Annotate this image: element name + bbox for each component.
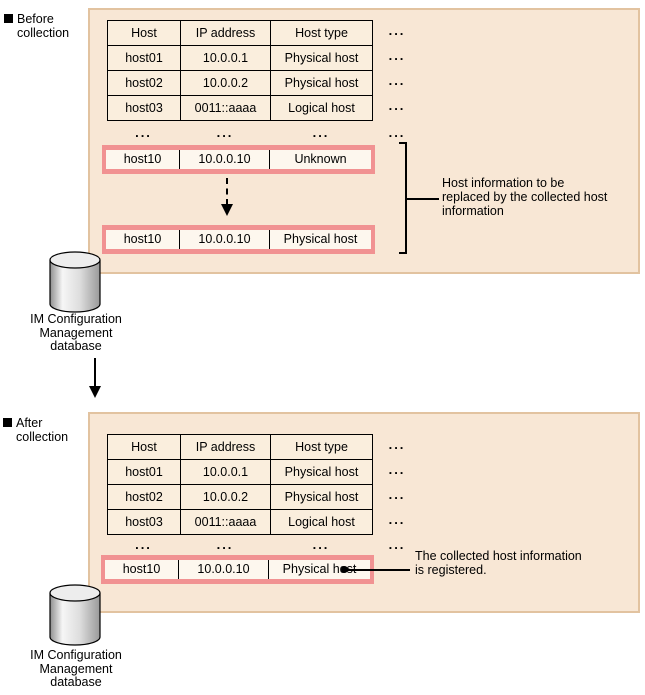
cell-ip: 0011::aaaa [180,95,271,121]
cell-ip: 10.0.0.1 [180,45,271,71]
section-marker-square [3,418,12,427]
callout-line [347,569,410,571]
flow-arrow-line [94,358,96,388]
before-collection-panel: Host IP address Host type host01 10.0.0.… [88,8,640,274]
cell-ip: 10.0.0.10 [178,560,268,579]
section-marker-square [4,14,13,23]
side-ellipsis: ... [388,437,406,452]
cell-type: Physical host [268,560,370,579]
cell-ip: 10.0.0.10 [179,230,269,249]
cell-host: host10 [105,560,178,579]
after-collection-panel: Host IP address Host type host01 10.0.0.… [88,412,640,613]
replace-arrow-head-icon [221,204,233,216]
highlight-row-replaced: host10 10.0.0.10 Physical host [102,225,375,254]
database-label-line: IM Configuration [30,648,122,662]
cell-host: host01 [107,45,181,71]
table-row: host02 10.0.0.2 Physical host [107,70,373,96]
cell-type: Logical host [270,95,373,121]
header-host: Host [107,434,181,460]
side-ellipsis: ... [388,487,406,502]
ellipsis: ... [216,125,234,140]
side-ellipsis: ... [388,462,406,477]
table-row: host03 0011::aaaa Logical host [107,95,373,121]
side-ellipsis: ... [388,73,406,88]
database-label-line: Management [39,661,113,676]
host-table-before: Host IP address Host type host01 10.0.0.… [107,20,373,121]
callout-dot-icon [341,566,348,573]
side-ellipsis: ... [388,512,406,527]
callout-line [407,198,439,200]
cell-host: host03 [107,509,181,535]
cell-type: Physical host [270,484,373,510]
table-row: host01 10.0.0.1 Physical host [107,45,373,71]
database-label-line: IM Configuration [30,312,122,326]
ellipsis: ... [135,537,152,552]
ellipsis: ... [216,537,234,552]
cell-host: host02 [107,484,181,510]
cell-host: host02 [107,70,181,96]
replace-arrow-line [226,178,228,205]
cell-type: Unknown [269,150,371,169]
section-label-text: collection [16,429,69,444]
annotation-line: replaced by the collected host [442,190,608,204]
side-ellipsis: ... [388,537,406,552]
after-collection-label: After collection [3,416,69,444]
annotation-registered: The collected host information is regist… [415,549,582,577]
table-row: host01 10.0.0.1 Physical host [107,459,373,485]
cell-ip: 0011::aaaa [180,509,271,535]
cell-ip: 10.0.0.2 [180,70,271,96]
database-label-line: Management [39,325,113,340]
side-ellipsis: ... [388,98,406,113]
table-row: host03 0011::aaaa Logical host [107,509,373,535]
side-ellipsis: ... [388,23,406,38]
ellipsis: ... [135,125,152,140]
annotation-line: is registered. [415,563,487,577]
host-table-after: Host IP address Host type host01 10.0.0.… [107,434,373,535]
cell-type: Logical host [270,509,373,535]
cell-type: Physical host [269,230,371,249]
flow-arrow-head-icon [89,386,101,398]
before-collection-label: Before collection [4,12,70,40]
highlight-row-unknown: host10 10.0.0.10 Unknown [102,145,375,174]
database-label: IM Configuration Management database [16,648,136,690]
ellipsis-row: ... ... ... [107,534,372,559]
ellipsis: ... [312,537,330,552]
header-ip-address: IP address [180,20,271,46]
highlight-row-registered: host10 10.0.0.10 Physical host [101,555,374,584]
cell-host: host10 [106,150,179,169]
section-label-text: collection [17,25,70,40]
cell-host: host10 [106,230,179,249]
side-ellipsis: ... [388,48,406,63]
cell-ip: 10.0.0.10 [179,150,269,169]
database-icon [49,251,101,318]
database-label-line: database [50,675,102,689]
section-label-text: Before [17,12,54,26]
ellipsis: ... [312,125,330,140]
table-header-row: Host IP address Host type [107,434,373,460]
annotation-replace: Host information to be replaced by the c… [442,176,607,218]
grouping-bracket [399,142,407,254]
side-ellipsis: ... [388,125,406,140]
table-row: host02 10.0.0.2 Physical host [107,484,373,510]
cell-type: Physical host [270,459,373,485]
annotation-line: information [442,204,504,218]
cell-ip: 10.0.0.2 [180,484,271,510]
cell-type: Physical host [270,70,373,96]
cell-type: Physical host [270,45,373,71]
cell-ip: 10.0.0.1 [180,459,271,485]
database-label: IM Configuration Management database [16,312,136,354]
header-host-type: Host type [270,434,373,460]
section-label-text: After [16,416,43,430]
table-header-row: Host IP address Host type [107,20,373,46]
ellipsis-row: ... ... ... [107,122,372,147]
cell-host: host01 [107,459,181,485]
header-host-type: Host type [270,20,373,46]
header-host: Host [107,20,181,46]
database-label-line: database [50,339,102,353]
annotation-line: The collected host information [415,549,582,563]
annotation-line: Host information to be [442,176,565,190]
database-icon [49,584,101,651]
header-ip-address: IP address [180,434,271,460]
cell-host: host03 [107,95,181,121]
